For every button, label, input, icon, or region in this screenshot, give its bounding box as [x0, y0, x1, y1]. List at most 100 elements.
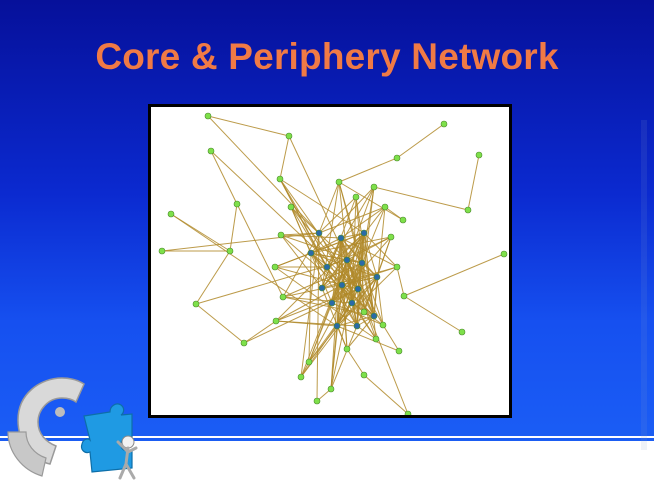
network-edge	[207, 115, 290, 137]
periphery-node	[271, 263, 279, 271]
core-node	[358, 259, 366, 267]
network-edge	[363, 232, 377, 340]
periphery-node	[272, 317, 280, 325]
periphery-node	[287, 203, 295, 211]
network-edge	[243, 288, 359, 344]
network-edge	[195, 250, 231, 305]
network-edge	[357, 186, 375, 290]
core-node	[360, 229, 368, 237]
periphery-node	[335, 178, 343, 186]
network-edge	[318, 206, 386, 234]
core-node	[315, 229, 323, 237]
periphery-node	[279, 293, 287, 301]
network-edge	[243, 320, 277, 344]
network-edge	[357, 276, 378, 290]
slide-title: Core & Periphery Network	[95, 36, 559, 77]
periphery-node	[277, 231, 285, 239]
network-edge	[229, 203, 238, 252]
network-edge	[275, 284, 343, 322]
network-edge	[318, 196, 357, 234]
network-edge	[300, 259, 348, 378]
network-edge	[351, 196, 357, 304]
network-edge	[207, 115, 320, 234]
network-edge	[467, 154, 480, 211]
network-edge	[355, 196, 375, 317]
network-edge	[361, 262, 384, 326]
network-edge	[310, 186, 375, 254]
network-edge	[330, 237, 342, 390]
network-edge	[396, 123, 445, 159]
footer-stripe-divider	[0, 436, 654, 438]
network-edge	[321, 181, 340, 289]
periphery-node	[475, 151, 483, 159]
network-edge	[321, 287, 348, 350]
network-edge	[340, 206, 386, 239]
periphery-node	[360, 308, 368, 316]
periphery-node	[399, 216, 407, 224]
network-diagram	[148, 104, 512, 418]
network-edge	[210, 150, 238, 205]
network-edge	[280, 234, 342, 239]
network-edge	[330, 232, 365, 390]
periphery-node	[464, 206, 472, 214]
core-node	[348, 299, 356, 307]
core-node	[337, 234, 345, 242]
network-edge	[280, 234, 375, 317]
network-edge	[318, 232, 365, 313]
network-edge	[275, 232, 365, 322]
network-edge	[290, 206, 312, 254]
periphery-node	[313, 397, 321, 405]
side-watermark	[641, 120, 647, 450]
core-node	[354, 285, 362, 293]
core-node	[353, 322, 361, 330]
network-edge	[316, 232, 320, 402]
network-edge	[396, 266, 405, 297]
footer-stripe-lower	[0, 438, 654, 441]
periphery-node	[327, 385, 335, 393]
network-edge	[321, 266, 398, 289]
network-edge	[403, 253, 505, 297]
network-edge	[376, 276, 384, 326]
periphery-node	[285, 132, 293, 140]
periphery-node	[276, 175, 284, 183]
network-edge	[340, 237, 348, 350]
network-edge	[195, 303, 245, 344]
network-edge	[280, 234, 323, 289]
network-graph	[158, 112, 508, 415]
periphery-node	[393, 154, 401, 162]
puzzle-figure-icon	[7, 377, 138, 480]
core-node	[370, 312, 378, 320]
network-edge	[210, 150, 359, 290]
periphery-node	[207, 147, 215, 155]
network-edge	[326, 236, 392, 268]
periphery-node	[404, 410, 412, 415]
periphery-node	[167, 210, 175, 218]
periphery-node	[379, 321, 387, 329]
periphery-node	[233, 200, 241, 208]
periphery-node	[226, 247, 234, 255]
network-edge	[373, 206, 386, 317]
periphery-node	[192, 300, 200, 308]
network-edge	[356, 325, 377, 340]
periphery-node	[158, 247, 166, 255]
periphery-node	[393, 263, 401, 271]
core-node	[323, 263, 331, 271]
network-edge	[403, 295, 463, 333]
network-edge	[373, 186, 469, 211]
network-edge	[331, 236, 392, 304]
core-node	[318, 284, 326, 292]
network-edge	[290, 206, 328, 268]
periphery-node	[381, 203, 389, 211]
network-edge	[300, 262, 363, 378]
periphery-node	[343, 345, 351, 353]
core-node	[328, 299, 336, 307]
network-edge	[282, 232, 320, 298]
network-edge	[336, 325, 400, 352]
periphery-node	[360, 371, 368, 379]
periphery-node	[370, 183, 378, 191]
network-edge	[170, 213, 338, 327]
periphery-node	[372, 335, 380, 343]
network-edge	[288, 135, 348, 261]
network-edge	[290, 206, 359, 290]
network-edge	[279, 135, 290, 180]
